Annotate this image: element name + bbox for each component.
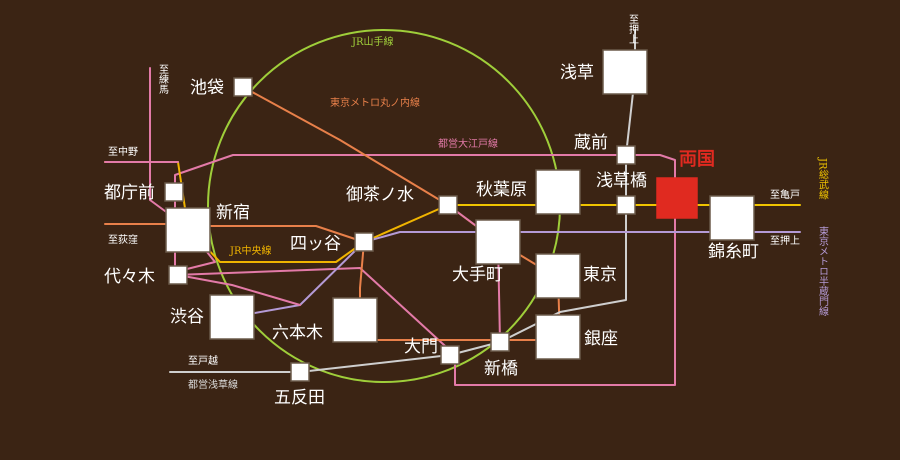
kuramae-box[interactable] — [616, 145, 636, 165]
direction-oshiage-east: 至押上 — [770, 234, 800, 247]
otemachi-label: 大手町 — [452, 265, 503, 285]
tochomae-box[interactable] — [164, 182, 184, 202]
direction-togoshi: 至戸越 — [188, 354, 218, 367]
tochomae-label: 都庁前 — [104, 183, 155, 203]
chuo-line — [104, 161, 559, 263]
shimbashi-box[interactable] — [490, 332, 510, 352]
otemachi-box[interactable] — [475, 219, 521, 265]
ikebukuro-label: 池袋 — [190, 78, 224, 98]
direction-kameido: 至亀戸 — [770, 188, 800, 201]
asakusa-line-path — [169, 29, 636, 373]
daimon-label: 大門 — [404, 337, 438, 357]
line-labels: JR山手線 東京メトロ丸ノ内線 都営大江戸線 JR中央線 都営浅草線 JR総武線… — [188, 35, 829, 391]
station-names: 浅草 蔵前 浅草橋 両国 錦糸町 池袋 御茶ノ水 秋葉原 都庁前 新宿 四ッ谷 … — [104, 63, 759, 408]
gotanda-box[interactable] — [290, 362, 310, 382]
roppongi-box[interactable] — [332, 297, 378, 343]
ryogoku-label: 両国 — [679, 149, 715, 170]
yoyogi-link — [177, 274, 301, 306]
asakusa-line-label: 都営浅草線 — [188, 378, 238, 391]
shibuya-box[interactable] — [209, 294, 255, 340]
ikebukuro-box[interactable] — [233, 77, 253, 97]
akihabara-box[interactable] — [535, 169, 581, 215]
sobu-label: JR総武線 — [817, 157, 829, 200]
roppongi-label: 六本木 — [272, 323, 323, 343]
station-boxes — [164, 49, 755, 382]
asakusa-label: 浅草 — [560, 63, 594, 83]
akihabara-label: 秋葉原 — [476, 180, 527, 200]
daimon-box[interactable] — [440, 345, 460, 365]
ryogoku-box[interactable] — [656, 177, 698, 219]
ochanomizu-label: 御茶ノ水 — [346, 185, 414, 205]
yotsuya-box[interactable] — [354, 232, 374, 252]
shinjuku-box[interactable] — [165, 207, 211, 253]
yamanote-label: JR山手線 — [351, 35, 394, 48]
tokyo-label: 東京 — [583, 265, 617, 285]
shibuya-label: 渋谷 — [170, 307, 204, 327]
chuo-label: JR中央線 — [229, 244, 272, 257]
tokyo-box[interactable] — [535, 253, 581, 299]
marunouchi-label: 東京メトロ丸ノ内線 — [330, 96, 420, 109]
direction-nakano: 至中野 — [108, 145, 138, 158]
ochanomizu-box[interactable] — [438, 195, 458, 215]
ginza-label: 銀座 — [584, 329, 618, 349]
shimbashi-label: 新橋 — [484, 359, 518, 379]
yoyogi-box[interactable] — [168, 265, 188, 285]
shinjuku-label: 新宿 — [216, 203, 250, 223]
kinshicho-box[interactable] — [709, 195, 755, 241]
oedo-label: 都営大江戸線 — [438, 137, 498, 150]
ginza-box[interactable] — [535, 314, 581, 360]
kuramae-label: 蔵前 — [574, 133, 608, 153]
direction-oshiage-north: 至押上 — [627, 14, 639, 44]
gotanda-label: 五反田 — [274, 388, 325, 408]
asakusabashi-label: 浅草橋 — [596, 171, 647, 191]
yoyogi-label: 代々木 — [104, 267, 155, 287]
yotsuya-label: 四ッ谷 — [290, 234, 341, 254]
asakusa-box[interactable] — [602, 49, 648, 95]
direction-ogikubo: 至荻窪 — [108, 233, 138, 246]
direction-labels: 至押上 至練馬 至中野 至荻窪 至亀戸 至押上 至戸越 — [108, 14, 800, 367]
kinshicho-label: 錦糸町 — [708, 242, 759, 262]
direction-nerima: 至練馬 — [157, 64, 169, 95]
hanzomon-label: 東京メトロ半蔵門線 — [817, 225, 829, 316]
asakusabashi-box[interactable] — [616, 195, 636, 215]
